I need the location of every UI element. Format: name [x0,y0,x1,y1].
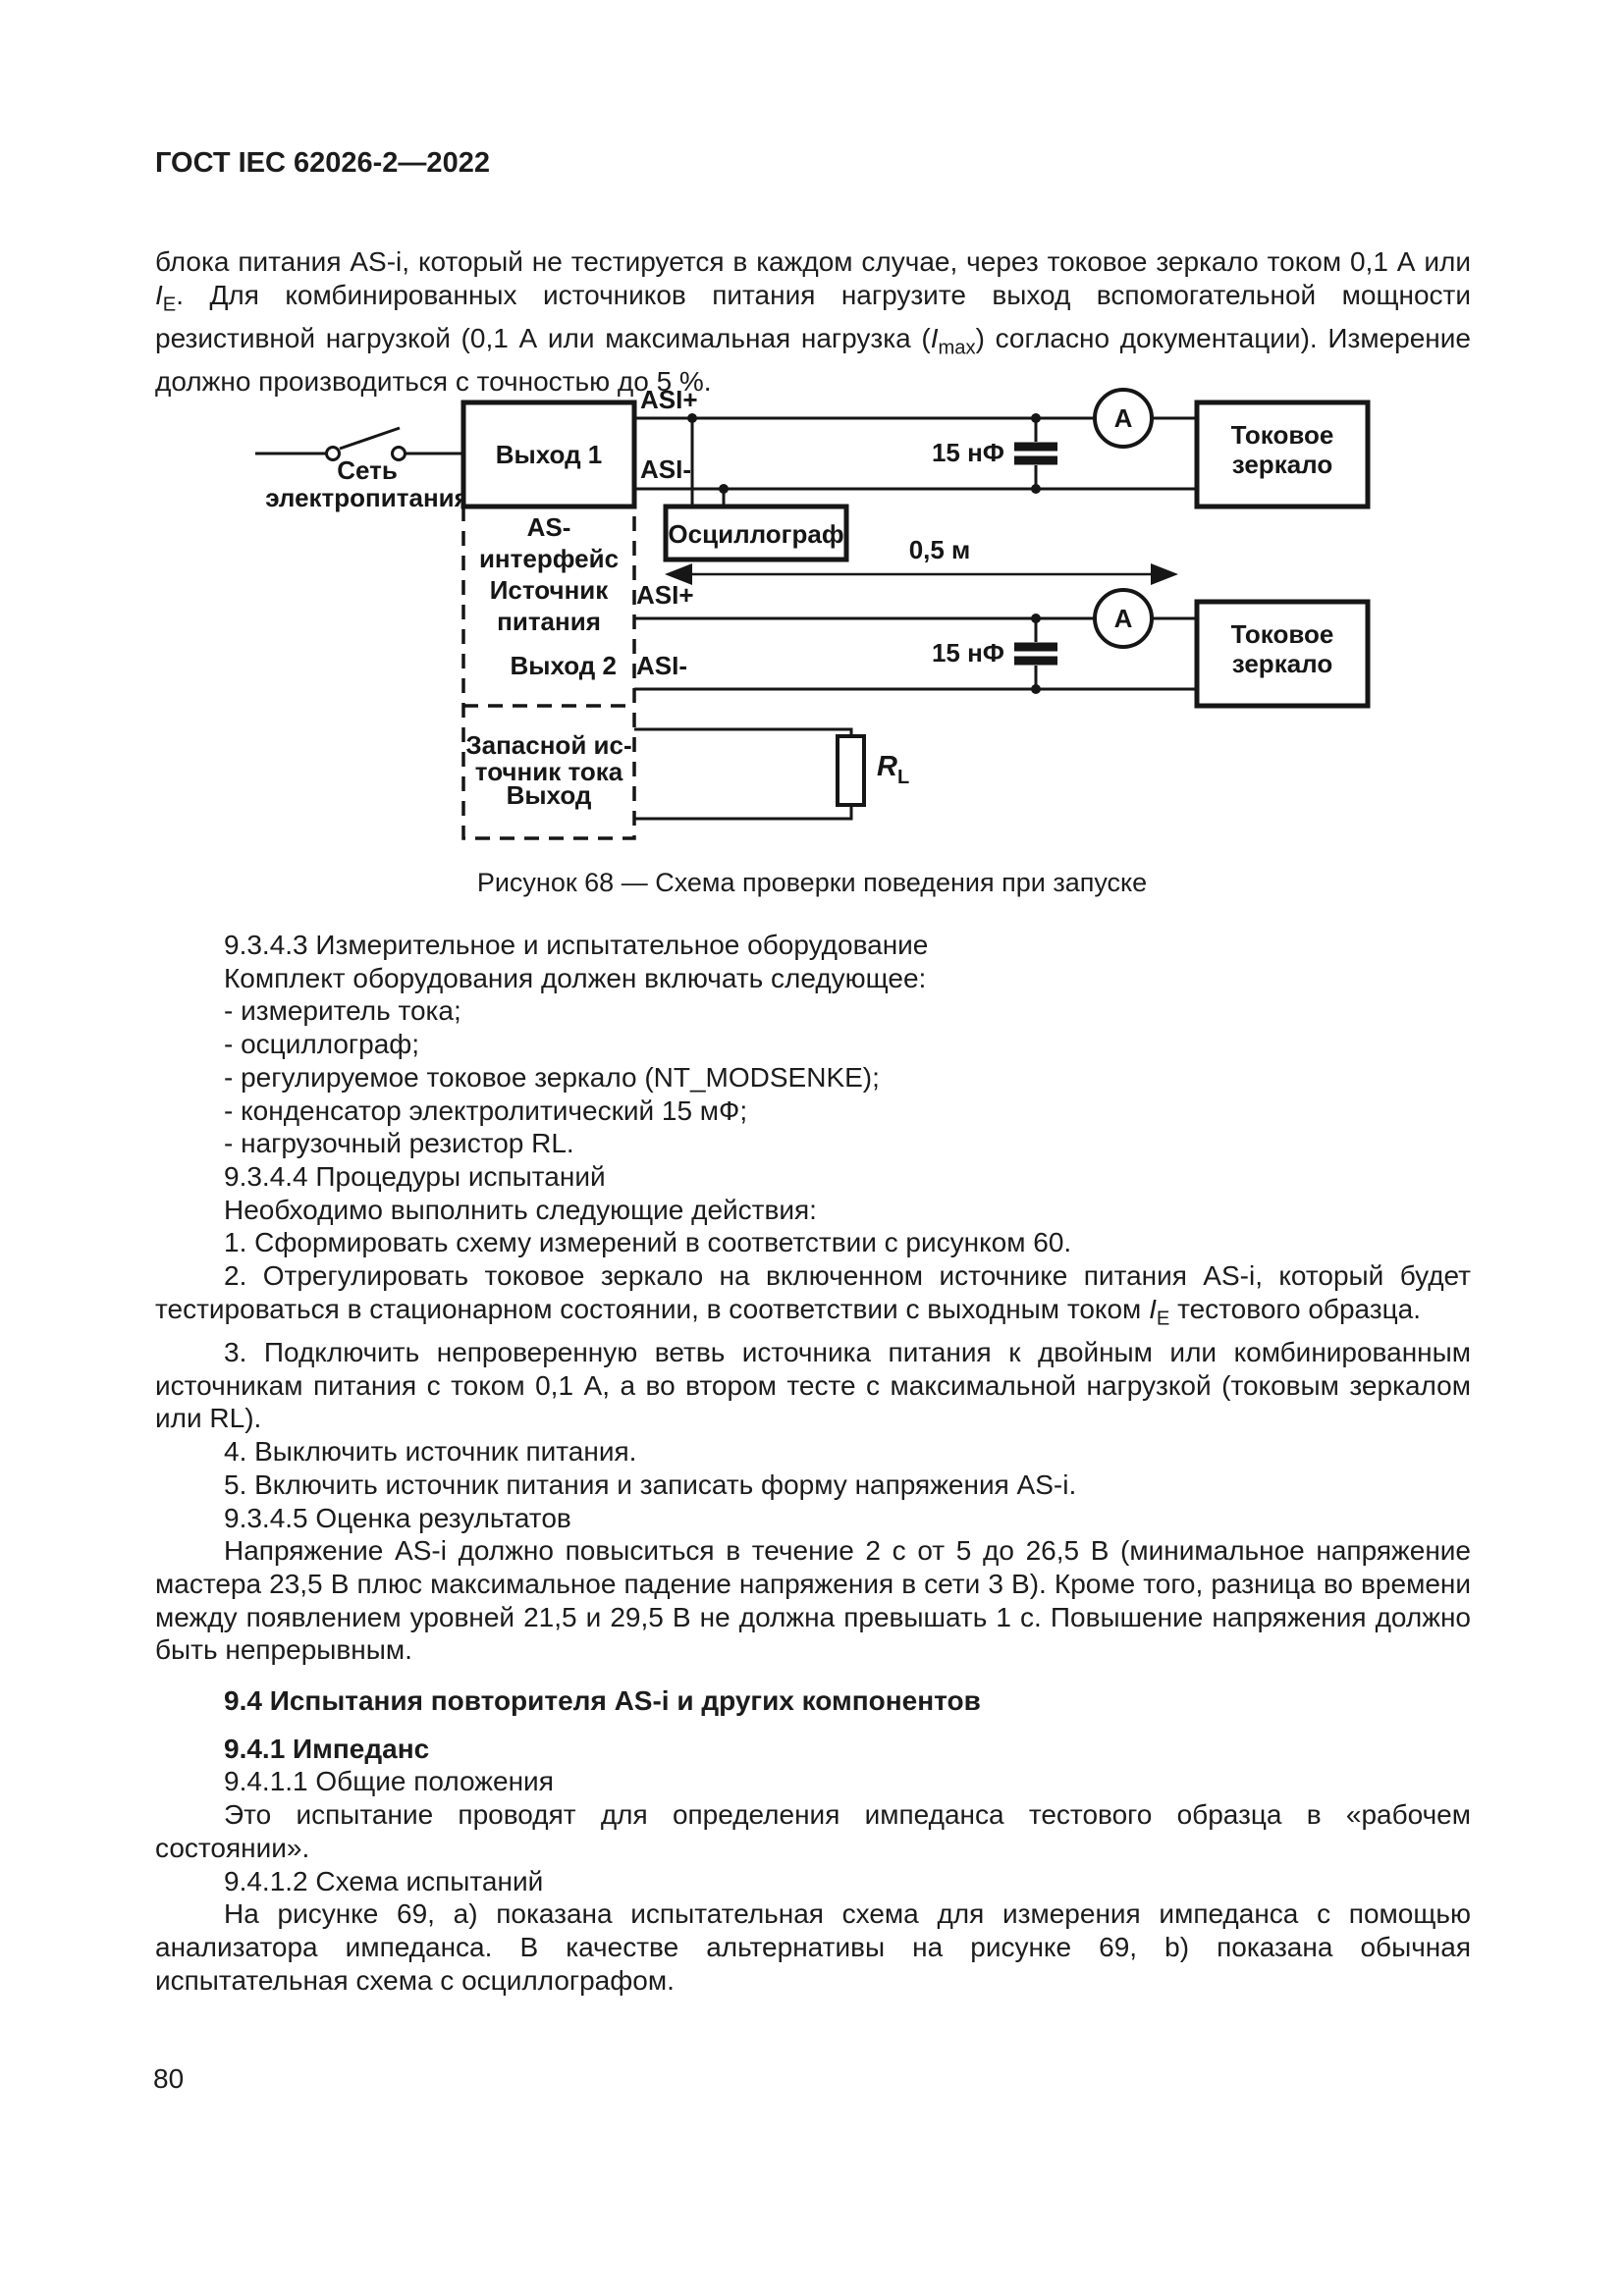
paragraph-step5: 5. Включить источник питания и записать … [224,1468,1077,1500]
paragraph-equipment: Комплект оборудования должен включать сл… [224,962,927,993]
page-number: 80 [153,2063,185,2094]
paragraph-9345: 9.3.4.5 Оценка результатов [224,1502,571,1533]
paragraph-actions: Необходимо выполнить следующие действия: [224,1194,817,1225]
output1-box [460,400,637,509]
figure-68: Сеть электропитания Выход 1 AS- интерфей… [167,381,1394,862]
list-item-2: - осциллограф; [224,1029,420,1060]
label-asi-minus-top: ASI- [640,454,691,484]
label-oscilloscope: Осциллограф [668,519,843,549]
subscript-E: E [1156,1308,1170,1330]
symbol-current-IE: I [1149,1293,1157,1324]
load-resistor-circuit [634,727,866,821]
label-asi-plus-bottom: ASI+ [636,580,694,610]
intro-text-2: . Для комбинированных источников питания… [155,279,1471,353]
label-as-interface-1: AS- [527,512,571,542]
symbol-current-Imax: I [930,322,939,353]
label-mirror-top-1: Токовое [1231,420,1334,450]
subscript-max: max [938,337,976,359]
label-mirror-top-2: зеркало [1232,450,1332,479]
oscilloscope-box [663,504,849,562]
power-switch-icon [255,426,463,461]
paragraph-step4: 4. Выключить источник питания. [224,1436,637,1468]
label-backup-1: Запасной ис- [465,730,631,760]
label-ammeter-bottom: А [1114,604,1133,633]
figure-68-caption: Рисунок 68 — Схема проверки поведения пр… [476,868,1148,897]
document-body: 9.3.4.3 Измерительное и испытательное об… [155,929,1471,1997]
label-mains-line1: Сеть [337,455,398,485]
as-interface-dashed-box [461,507,636,840]
label-asi-plus-top: ASI+ [640,385,698,414]
label-as-interface-3: Источник [490,575,610,605]
label-mains-line2: электропитания [265,483,469,512]
paragraph-step2: 2. Отрегулировать токовое зеркало на вкл… [155,1259,1471,1336]
intro-text-3: ) согласно документации). Измерение долж… [155,322,1471,397]
label-ammeter-top: А [1114,403,1133,433]
current-mirror-top-box [1194,400,1371,509]
step2-text-2: тестового образца. [1169,1293,1422,1324]
paragraph-step1: 1. Сформировать схему измерений в соотве… [224,1227,1072,1258]
label-output2: Выход 2 [510,651,617,680]
list-item-1: - измеритель тока; [224,995,461,1027]
document-header: ГОСТ IEC 62026-2—2022 [155,147,490,179]
heading-94: 9.4 Испытания повторителя AS-i и других … [224,1685,981,1717]
intro-text-1: блока питания AS-i, который не тестирует… [155,246,1471,277]
label-mirror-bottom-1: Токовое [1231,619,1334,649]
label-backup-2: точник тока [475,757,623,786]
label-distance: 0,5 м [909,535,971,564]
subscript-E: E [162,294,177,316]
list-item-5: - нагрузочный резистор RL. [224,1128,574,1159]
label-capacitor-top: 15 нФ [932,438,1004,467]
paragraph-result: Напряжение AS-i должно повыситься в тече… [155,1535,1471,1666]
ammeter-top-icon [1093,388,1154,449]
label-backup-3: Выход [507,780,592,810]
distance-arrow [665,563,1178,585]
label-as-interface-2: интерфейс [479,544,619,573]
label-resistor-sub: L [897,767,909,788]
junction-dot [687,413,697,423]
label-capacitor-bottom: 15 нФ [932,638,1004,667]
symbol-current-IE: I [155,279,163,310]
figure-68-diagram: Сеть электропитания Выход 1 AS- интерфей… [255,385,1371,840]
paragraph-scheme: На рисунке 69, a) показана испытательная… [155,1898,1471,1996]
label-resistor-r: R [877,751,897,782]
current-mirror-bottom-box [1194,599,1371,709]
paragraph-step3: 3. Подключить непроверенную ветвь источн… [155,1337,1471,1434]
step2-text-1: 2. Отрегулировать токовое зеркало на вкл… [155,1260,1471,1324]
label-mirror-bottom-2: зеркало [1232,649,1332,678]
heading-941: 9.4.1 Импеданс [224,1733,430,1764]
list-item-3: - регулируемое токовое зеркало (NT_MODSE… [224,1061,880,1093]
paragraph-9343: 9.3.4.3 Измерительное и испытательное об… [224,930,929,960]
junction-dot [719,484,729,494]
capacitor-bottom-icon [1014,614,1057,694]
capacitor-top-icon [1014,413,1057,494]
list-item-4: - конденсатор электролитический 15 мФ; [224,1095,748,1126]
paragraph-9344: 9.3.4.4 Процедуры испытаний [224,1160,606,1192]
paragraph-9411: 9.4.1.1 Общие положения [224,1766,554,1797]
intro-paragraph: блока питания AS-i, который не тестирует… [155,245,1471,399]
label-asi-minus-bottom: ASI- [636,651,687,680]
label-as-interface-4: питания [497,607,601,636]
ammeter-bottom-icon [1093,588,1154,649]
resistor-icon [836,734,866,807]
paragraph-9412: 9.4.1.2 Схема испытаний [224,1865,544,1896]
paragraph-general: Это испытание проводят для определения и… [155,1799,1471,1863]
label-output1: Выход 1 [496,440,603,469]
